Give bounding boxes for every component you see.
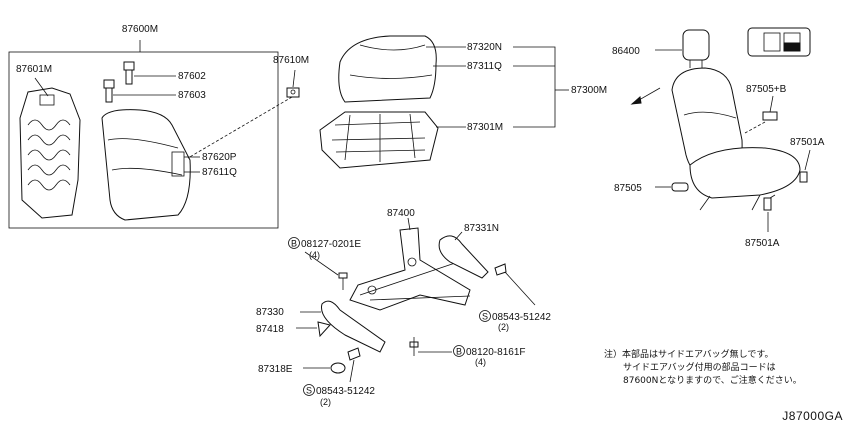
label-87603[interactable]: 87603: [178, 90, 206, 101]
seat-adjuster[interactable]: [349, 227, 471, 311]
label-87330[interactable]: 87330: [256, 307, 284, 318]
note-line-2: サイドエアバッグ付用の部品コードは: [623, 361, 776, 373]
note-block: 注）本部品はサイドエアバッグ無しです。 サイドエアバッグ付用の部品コードは 87…: [604, 348, 802, 386]
label-08127-qty: (4): [309, 250, 320, 260]
label-87501A-bottom[interactable]: 87501A: [745, 238, 780, 249]
inner-cover-87330[interactable]: [320, 300, 386, 353]
label-87331N[interactable]: 87331N: [464, 223, 499, 234]
label-08543-right-qty: (2): [498, 322, 509, 332]
label-87301M[interactable]: 87301M: [467, 122, 503, 133]
note-line-3: 87600Nとなりますので、ご注意ください。: [623, 374, 802, 386]
label-87505B[interactable]: 87505+B: [746, 84, 787, 95]
label-87620P[interactable]: 87620P: [202, 152, 237, 163]
label-87602[interactable]: 87602: [178, 71, 206, 82]
label-08543-bottom-text: 08543-51242: [316, 386, 375, 397]
recliner-knob-87610M[interactable]: [286, 87, 300, 98]
circle-s-symbol: S: [306, 386, 312, 396]
label-87300M[interactable]: 87300M: [571, 85, 607, 96]
airbag-indicator-icon: [747, 27, 811, 57]
label-87311Q[interactable]: 87311Q: [467, 61, 502, 72]
label-87505[interactable]: 87505: [614, 183, 642, 194]
label-08543-bottom[interactable]: S 08543-51242 (2): [303, 384, 376, 408]
label-08120[interactable]: B 08120-8161F (4): [453, 345, 526, 368]
label-08543-right-text: 08543-51242: [492, 312, 551, 323]
seat-back-cushion[interactable]: [101, 109, 191, 221]
diagram-code: J87000GA: [782, 409, 843, 423]
label-87418[interactable]: 87418: [256, 324, 284, 335]
label-87320N[interactable]: 87320N: [467, 42, 502, 53]
seat-back-frame[interactable]: [19, 87, 81, 219]
bolt-87501A-top[interactable]: [799, 171, 808, 183]
label-08543-right[interactable]: S 08543-51242 (2): [479, 310, 552, 333]
label-87600M[interactable]: 87600M: [122, 24, 158, 35]
label-87318E[interactable]: 87318E: [258, 364, 293, 375]
seat-cushion-frame[interactable]: [319, 111, 439, 169]
label-08127[interactable]: B 08127-0201E (4): [288, 237, 362, 261]
bolt-08127[interactable]: [338, 272, 348, 290]
label-87501A-top[interactable]: 87501A: [790, 137, 825, 148]
screw-08543-bottom[interactable]: [347, 347, 361, 361]
cap-87318E[interactable]: [330, 362, 346, 374]
complete-seat[interactable]: [671, 29, 801, 211]
note-line-1: 注）本部品はサイドエアバッグ無しです。: [604, 348, 773, 360]
circle-b-symbol: B: [291, 239, 297, 249]
headrest-guide-87603[interactable]: [103, 79, 115, 103]
label-87611Q[interactable]: 87611Q: [202, 167, 237, 178]
bolt-08120[interactable]: [409, 337, 419, 356]
circle-s-symbol: S: [482, 312, 488, 322]
direction-arrow: [630, 87, 661, 105]
label-87400[interactable]: 87400: [387, 208, 415, 219]
label-87601M[interactable]: 87601M: [16, 64, 52, 75]
label-87610M[interactable]: 87610M: [273, 55, 309, 66]
clip-87418[interactable]: [317, 321, 331, 338]
cover-87505[interactable]: [671, 182, 689, 192]
label-08127-text: 08127-0201E: [301, 239, 361, 250]
screw-08543-right[interactable]: [494, 263, 507, 276]
label-86400[interactable]: 86400: [612, 46, 640, 57]
seat-cushion-trim[interactable]: [338, 35, 437, 103]
label-08120-text: 08120-8161F: [466, 347, 526, 358]
label-08543-bottom-qty: (2): [320, 397, 331, 407]
outer-cover-87331N[interactable]: [438, 235, 489, 279]
circle-b-symbol: B: [456, 347, 462, 357]
headrest-guide-87602[interactable]: [123, 61, 135, 85]
switch-87505B[interactable]: [762, 111, 778, 121]
label-08120-qty: (4): [475, 357, 486, 367]
bolt-87501A-bottom[interactable]: [763, 197, 772, 211]
seat-back-group-box: [8, 51, 279, 229]
